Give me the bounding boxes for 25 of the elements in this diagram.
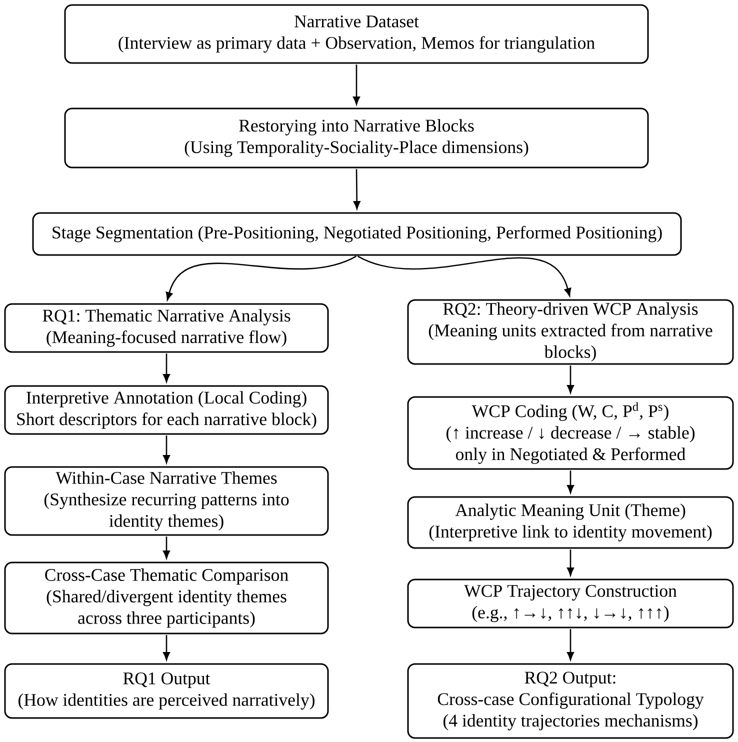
process-box: Within-Case Narrative Themes (Synthesize recurring patterns into identity themes) — [4, 466, 329, 536]
process-box: Analytic Meaning Unit (Theme) (Interpretive link to identity movement) — [407, 496, 734, 549]
process-box: Narrative Dataset (Interview as primary data + Observation, Memos for triangulation — [64, 4, 649, 64]
arrow — [166, 256, 357, 300]
arrow — [567, 366, 574, 394]
arrow — [353, 169, 360, 210]
arrow — [357, 256, 572, 296]
process-box: RQ2: Theory-driven WCP Analysis (Meaning units extracted from narrative blocks) — [407, 299, 734, 365]
process-box: RQ2 Output: Cross-case Configurational Typology (4 identity trajectories mechanisms) — [407, 663, 734, 739]
process-box: WCP Coding (W, C, P$^{d}$, P$^{s}$) (↑ increase / ↓ decrease / → stable) only in Negotiated & Performed — [407, 396, 734, 470]
arrow — [163, 354, 170, 382]
arrow — [163, 635, 170, 660]
process-box: RQ1: Thematic Narrative Analysis (Meaning-focused narrative flow) — [4, 303, 329, 353]
arrow — [567, 550, 574, 576]
arrow — [567, 629, 574, 660]
arrow — [163, 436, 170, 464]
arrow — [353, 64, 360, 105]
process-box: Cross-Case Thematic Comparison (Shared/divergent identity themes across three participants) — [4, 562, 329, 634]
arrow — [567, 470, 574, 494]
process-box: Stage Segmentation (Pre-Positioning, Negotiated Positioning, Performed Positioning) — [32, 212, 682, 256]
process-box: Interpretive Annotation (Local Coding) Short descriptors for each narrative block) — [4, 385, 329, 435]
arrow — [163, 536, 170, 559]
process-box: RQ1 Output (How identities are perceived narratively) — [4, 663, 329, 719]
process-box: Restorying into Narrative Blocks (Using Temporality-Sociality-Place dimensions) — [64, 108, 649, 168]
process-box: WCP Trajectory Construction (e.g., ↑→↓, ↑↑↓, ↓→↓, ↑↑↑) — [407, 578, 734, 628]
